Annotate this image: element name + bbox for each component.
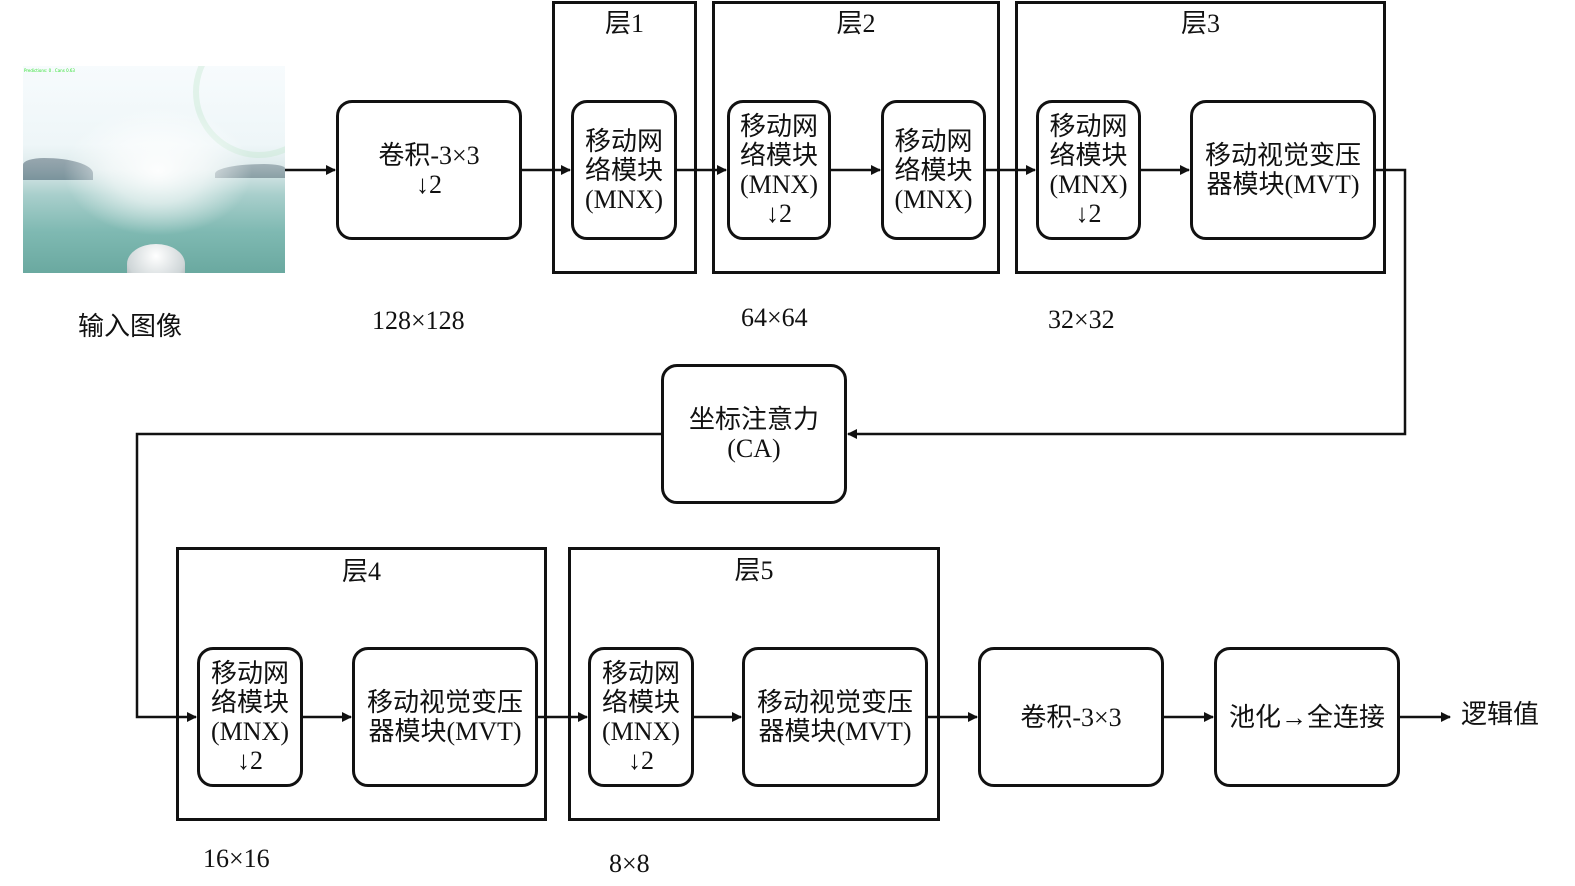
layer-5-mnx-down-label: 移动网 络模块 (MNX) ↓2 <box>601 659 680 775</box>
layer-3-title: 层3 <box>1180 9 1220 38</box>
layer-1-title: 层1 <box>604 9 644 38</box>
coordinate-attention-label: 坐标注意力 (CA) <box>688 405 819 463</box>
logits-label: 逻辑值 <box>1461 700 1540 729</box>
photo-sun-glare <box>63 106 253 236</box>
photo-stamp-text: Predictions: 0 . Cans 0.63 <box>24 68 75 73</box>
layer-2-title: 层2 <box>836 9 876 38</box>
layer-3-mvt-block: 移动视觉变压 器模块(MVT) <box>1190 100 1376 240</box>
layer-3-mnx-down-block: 移动网 络模块 (MNX) ↓2 <box>1036 100 1141 240</box>
layer-3-mnx-down-label: 移动网 络模块 (MNX) ↓2 <box>1049 112 1128 228</box>
size-label-128: 128×128 <box>372 306 465 335</box>
arrow-ca-to-layer4 <box>135 432 661 722</box>
layer-3-mvt-label: 移动视觉变压 器模块(MVT) <box>1204 141 1361 199</box>
layer-2-mnx-block: 移动网 络模块 (MNX) <box>881 100 986 240</box>
layer-2-mnx-down-label: 移动网 络模块 (MNX) ↓2 <box>739 112 818 228</box>
stem-conv-label: 卷积-3×3 ↓2 <box>378 141 480 199</box>
size-label-8: 8×8 <box>609 849 650 878</box>
pool-fc-block: 池化→全连接 <box>1214 647 1400 787</box>
layer-4-group <box>176 547 547 821</box>
layer-4-mnx-down-label: 移动网 络模块 (MNX) ↓2 <box>210 659 289 775</box>
layer-2-mnx-label: 移动网 络模块 (MNX) <box>894 126 973 214</box>
layer-1-mnx-label: 移动网 络模块 (MNX) <box>584 126 663 214</box>
layer-1-group <box>552 1 697 274</box>
layer-4-mvt-label: 移动视觉变压 器模块(MVT) <box>366 688 523 746</box>
layer-4-mvt-block: 移动视觉变压 器模块(MVT) <box>352 647 538 787</box>
input-image-label: 输入图像 <box>78 312 183 341</box>
layer-5-mnx-down-block: 移动网 络模块 (MNX) ↓2 <box>588 647 694 787</box>
size-label-32: 32×32 <box>1048 305 1115 334</box>
input-image: Predictions: 0 . Cans 0.63 <box>23 66 285 273</box>
layer-5-mvt-block: 移动视觉变压 器模块(MVT) <box>742 647 928 787</box>
layer-2-group <box>712 1 1000 274</box>
arrow-layer3-to-ca <box>847 168 1407 439</box>
layer-4-mnx-down-block: 移动网 络模块 (MNX) ↓2 <box>197 647 303 787</box>
photo-buoy <box>127 244 185 273</box>
layer-2-mnx-down-block: 移动网 络模块 (MNX) ↓2 <box>727 100 831 240</box>
layer-1-mnx-block: 移动网 络模块 (MNX) <box>571 100 677 240</box>
layer-5-title: 层5 <box>734 556 774 585</box>
coordinate-attention-block: 坐标注意力 (CA) <box>661 364 847 504</box>
layer-5-group <box>568 547 940 821</box>
stem-conv-block: 卷积-3×3 ↓2 <box>336 100 522 240</box>
pool-fc-label: 池化→全连接 <box>1228 702 1385 732</box>
layer-5-mvt-label: 移动视觉变压 器模块(MVT) <box>756 688 913 746</box>
size-label-64: 64×64 <box>741 303 808 332</box>
head-conv-label: 卷积-3×3 <box>1020 702 1122 732</box>
layer-4-title: 层4 <box>341 557 381 586</box>
layer-3-group <box>1015 1 1386 274</box>
head-conv-block: 卷积-3×3 <box>978 647 1164 787</box>
size-label-16: 16×16 <box>203 844 270 873</box>
